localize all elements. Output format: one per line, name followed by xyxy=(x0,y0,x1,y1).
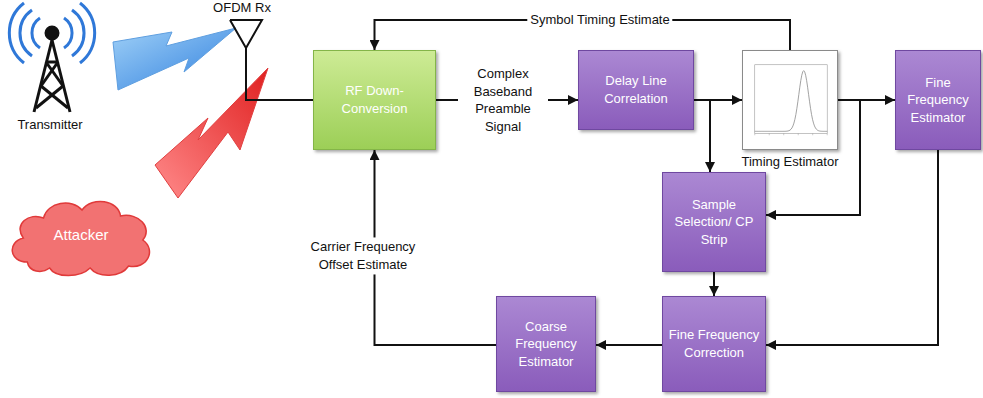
wave-arc xyxy=(9,3,24,63)
process-box: Coarse Frequency Estimator xyxy=(496,296,596,392)
node-text: Attacker xyxy=(48,225,113,245)
tower-brace xyxy=(41,86,68,108)
wave-arc xyxy=(64,18,72,48)
node-text: Coarse Frequency Estimator xyxy=(497,318,595,371)
correlation-plot xyxy=(743,51,837,149)
edge-label: Complex Baseband Preamble Signal xyxy=(458,64,548,136)
arrow-connector xyxy=(713,272,715,296)
antenna-label: OFDM Rx xyxy=(213,0,271,15)
edge-label: Symbol Timing Estimate xyxy=(527,10,672,30)
attacker-cloud: Attacker xyxy=(5,192,157,278)
node-text: Fine Frequency Correction xyxy=(663,326,765,361)
plot-tick xyxy=(798,133,799,135)
tower-top xyxy=(46,27,58,39)
process-box: Fine Frequency Estimator xyxy=(895,50,981,150)
antenna-symbol xyxy=(230,20,313,100)
node-text: Delay Line Correlation xyxy=(579,72,693,107)
arrow-connector xyxy=(766,150,938,345)
node-text: RF Down-Conversion xyxy=(314,82,435,117)
process-box: RF Down-Conversion xyxy=(313,50,436,150)
plot-curve xyxy=(755,71,827,132)
plot-tick xyxy=(812,133,813,135)
wave-arc xyxy=(20,10,32,56)
process-box: Fine Frequency Correction xyxy=(662,296,766,392)
wave-arc xyxy=(72,10,84,56)
plot-box: Timing Estimator xyxy=(742,50,838,150)
node-text: Timing Estimator xyxy=(741,153,838,171)
antenna-wire xyxy=(246,48,313,100)
plot-axes xyxy=(755,65,827,134)
plot-tick xyxy=(783,133,784,135)
arrow-connector xyxy=(596,344,662,346)
process-box: Sample Selection/ CP Strip xyxy=(662,172,766,272)
antenna-head xyxy=(230,20,262,48)
plot-tick xyxy=(769,133,770,135)
plot-tick xyxy=(827,133,828,135)
wave-arc xyxy=(32,18,40,48)
tower-label: Transmitter xyxy=(17,117,82,132)
tower-brace xyxy=(36,86,63,108)
node-text: Fine Frequency Estimator xyxy=(896,74,980,127)
edge-label: Carrier Frequency Offset Estimate xyxy=(290,237,436,274)
signal-bolt xyxy=(113,28,236,90)
arrow-connector xyxy=(694,100,710,172)
plot-tick xyxy=(754,133,755,135)
attack-bolt xyxy=(155,68,268,198)
tower-icon xyxy=(34,27,70,112)
tower-brace xyxy=(41,62,58,86)
wave-arc xyxy=(80,3,95,63)
radio-waves xyxy=(9,3,94,63)
cloud-outline xyxy=(12,201,149,275)
process-box: Delay Line Correlation xyxy=(578,50,694,130)
node-text: Sample Selection/ CP Strip xyxy=(663,196,765,249)
